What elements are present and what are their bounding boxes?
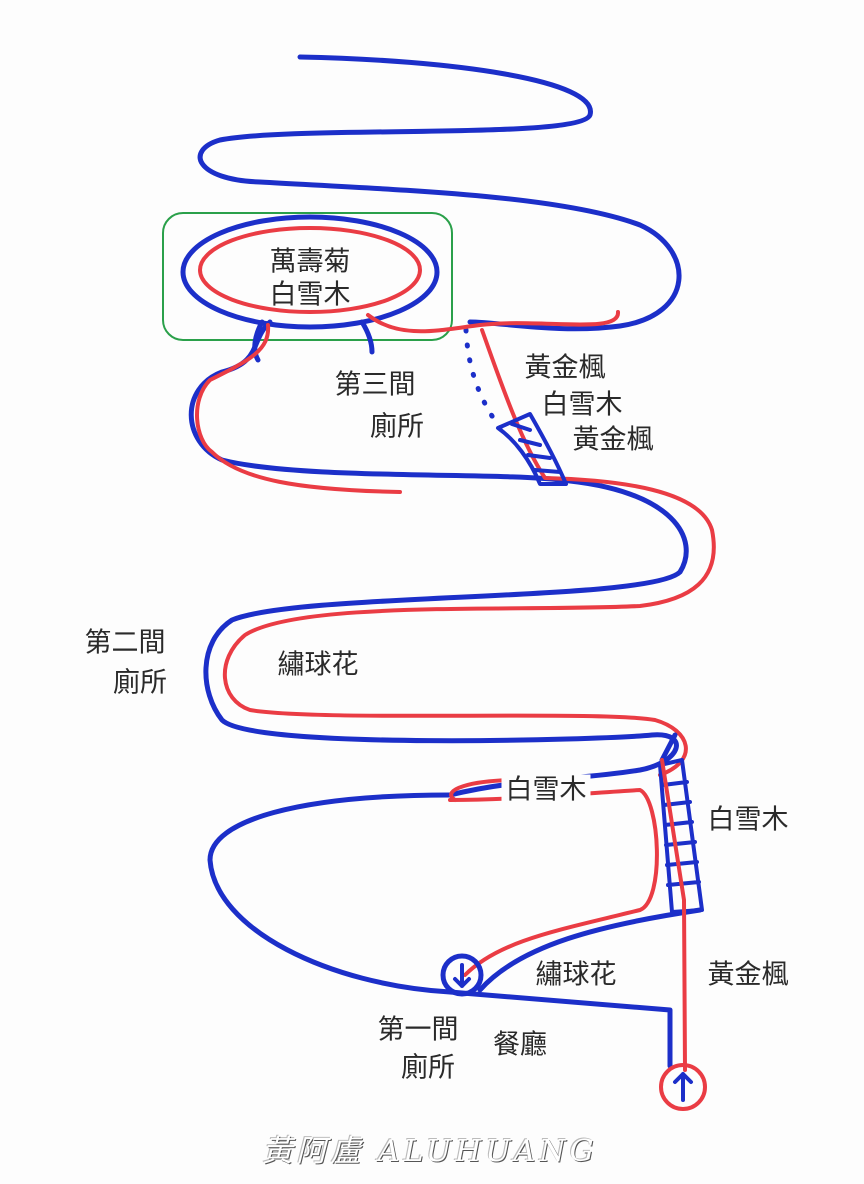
label-restroom1-a: 第一間 <box>377 1014 459 1046</box>
label-marigold: 萬壽菊 <box>269 246 351 278</box>
label-restroom1-b: 廁所 <box>401 1052 455 1084</box>
label-restaurant: 餐廳 <box>493 1029 547 1061</box>
start-arrow-up-icon <box>673 1072 693 1102</box>
red-loop <box>198 226 422 314</box>
blue-route-bottom-loop <box>207 792 673 1069</box>
hatched-section-upper <box>496 412 568 486</box>
label-snowbush-top: 白雪木 <box>269 279 351 311</box>
blue-route-bottom-inner <box>477 732 703 993</box>
start-marker <box>659 1063 707 1111</box>
blue-dotted-shortcut <box>463 327 503 431</box>
label-restroom3-b: 廁所 <box>370 411 424 443</box>
label-restroom3-a: 第三間 <box>330 369 420 401</box>
label-hydrangea-1: 繡球花 <box>277 649 359 681</box>
label-snowbush-1: 白雪木 <box>541 389 623 421</box>
label-snowbush-2: 白雪木 <box>501 774 591 806</box>
hatched-section-lower <box>658 758 704 914</box>
label-hydrangea-2: 繡球花 <box>535 959 617 991</box>
end-marker <box>440 953 484 997</box>
red-route-middle <box>195 310 716 777</box>
blue-connector <box>359 319 375 355</box>
highlight-box <box>162 212 453 341</box>
label-maple-3: 黃金楓 <box>707 959 789 991</box>
blue-route-top <box>197 54 682 332</box>
end-arrow-down-icon <box>453 963 471 988</box>
artist-signature: 黃阿盧 ALUHUANG <box>262 1134 598 1169</box>
red-route-bottom <box>448 758 687 1072</box>
label-maple-2: 黃金楓 <box>572 424 654 456</box>
label-maple-1: 黃金楓 <box>524 352 606 384</box>
blue-loop <box>180 214 440 330</box>
label-restroom2-b: 廁所 <box>113 667 167 699</box>
label-restroom2-a: 第二間 <box>84 627 166 659</box>
blue-connector-left <box>252 319 265 363</box>
label-snowbush-3: 白雪木 <box>707 804 789 836</box>
